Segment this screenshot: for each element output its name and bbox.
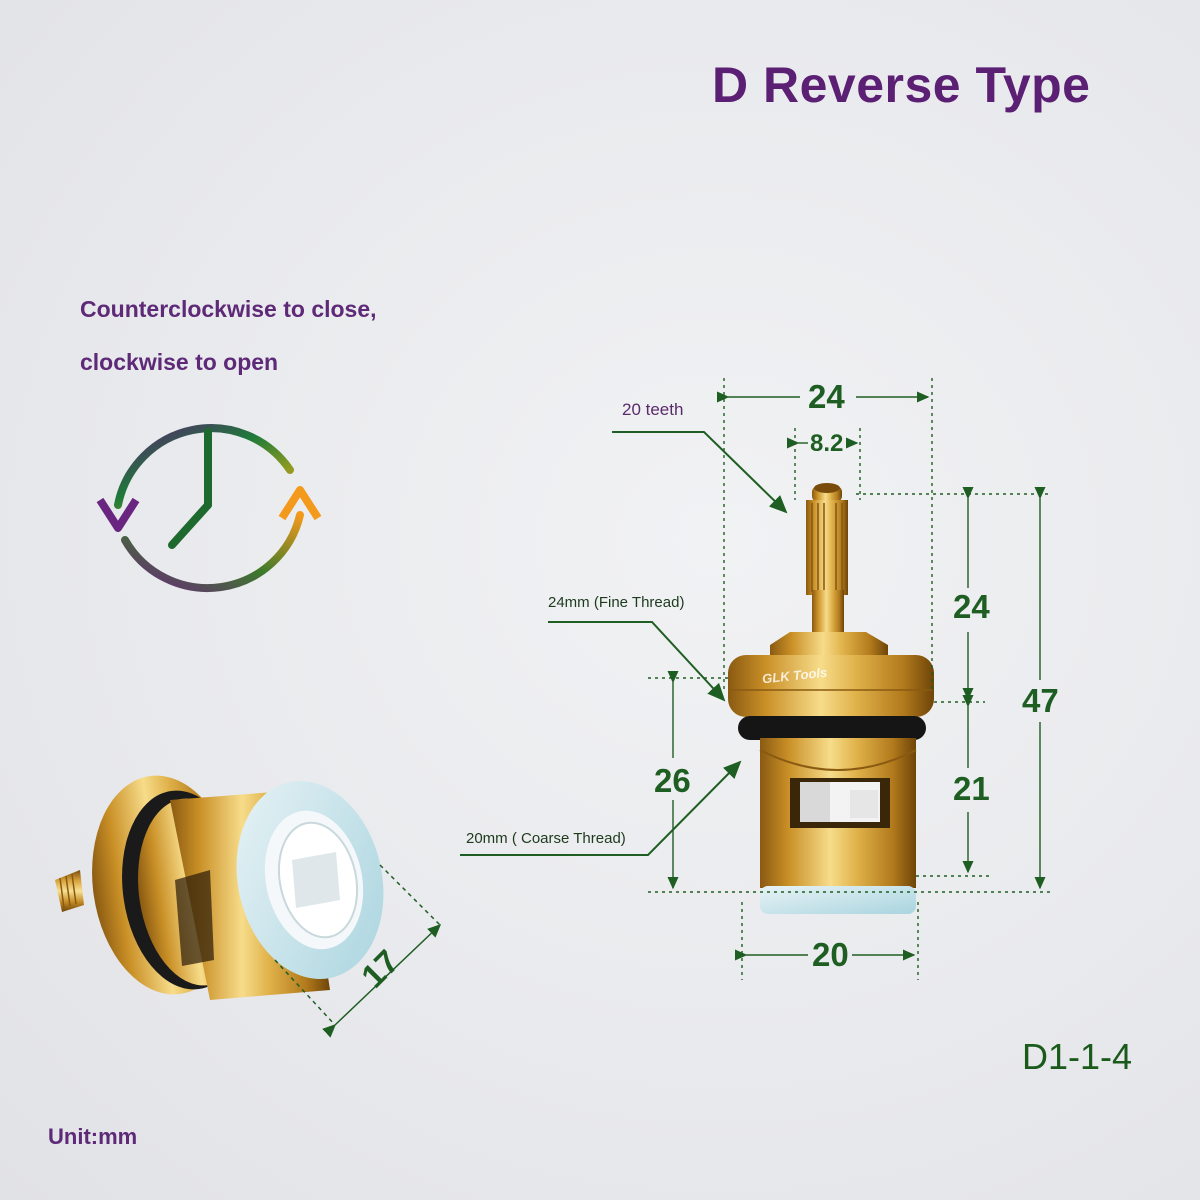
clock-rotation-icon: [96, 424, 322, 592]
cartridge-end-view: [55, 775, 384, 1000]
teeth-callout: 20 teeth: [622, 400, 684, 419]
stem-width-dimension: 8.2: [810, 430, 844, 457]
coarse-thread-callout: 20mm ( Coarse Thread): [466, 830, 626, 847]
rotation-instruction-line-2: clockwise to open: [80, 349, 279, 375]
model-code: D1-1-4: [1022, 1036, 1133, 1077]
rotation-instruction-line-1: Counterclockwise to close,: [80, 296, 377, 322]
lower-height-dimension: 21: [953, 770, 990, 807]
total-height-dimension: 47: [1022, 682, 1059, 719]
dimension-lines: [460, 378, 1052, 980]
top-width-dimension: 24: [808, 378, 845, 415]
cartridge-front-view: [728, 483, 934, 914]
end-diameter-dimension-lines: [274, 864, 442, 1038]
base-width-dimension: 20: [812, 936, 849, 973]
thread-height-dimension: 26: [654, 762, 691, 799]
upper-height-dimension: 24: [953, 588, 990, 625]
fine-thread-callout: 24mm (Fine Thread): [548, 594, 685, 611]
page-title: D Reverse Type: [712, 57, 1091, 113]
unit-label: Unit:mm: [48, 1124, 138, 1149]
